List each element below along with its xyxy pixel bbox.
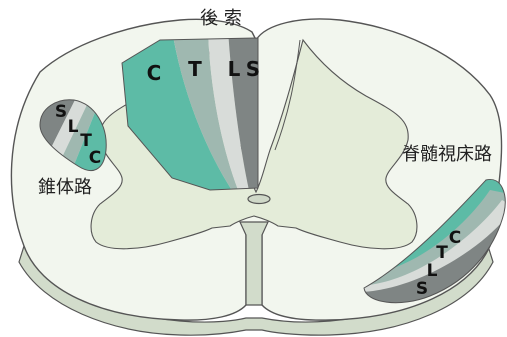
dorsal-column-label: 後 索 <box>200 8 242 29</box>
pyramidal-letter-l: L <box>68 117 79 137</box>
dorsal-letter-s: S <box>246 57 260 81</box>
pyramidal-tract-label: 錐体路 <box>38 177 92 198</box>
central-canal <box>248 195 270 204</box>
spinothalamic-letter-s: S <box>416 279 428 299</box>
pyramidal-letter-s: S <box>55 102 67 122</box>
spinothalamic-tract-label: 脊髄視床路 <box>402 144 492 165</box>
dorsal-letter-l: L <box>228 57 241 81</box>
dorsal-letter-c: C <box>147 61 162 85</box>
spinothalamic-letter-c: C <box>449 228 461 248</box>
spinothalamic-letter-l: L <box>427 261 438 281</box>
dorsal-letter-t: T <box>188 57 202 81</box>
spinothalamic-letter-t: T <box>436 243 448 263</box>
pyramidal-letter-c: C <box>89 148 101 168</box>
